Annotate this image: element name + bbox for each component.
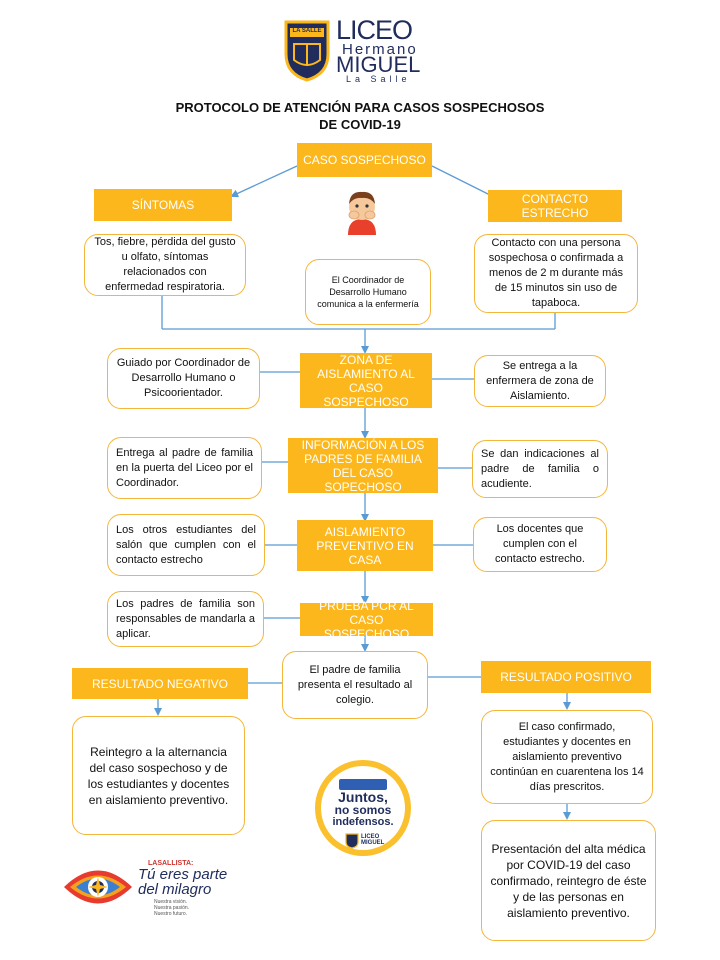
footer-line-2: del milagro: [138, 881, 212, 898]
lasallista-logo: LASALLISTA: Tú eres parte del milagro Nu…: [62, 858, 234, 918]
box-alta-medica: Presentación del alta médica por COVID-1…: [481, 820, 656, 941]
shield-icon: [284, 20, 330, 82]
node-contacto-estrecho: CONTACTO ESTRECHO: [488, 190, 622, 222]
box-caso-confirmado: El caso confirmado, estudiantes y docent…: [481, 710, 653, 804]
node-aislamiento-preventivo: AISLAMIENTO PREVENTIVO EN CASA: [297, 520, 433, 571]
node-sintomas: SÍNTOMAS: [94, 189, 232, 221]
shield-text: LA SALLE: [292, 28, 322, 34]
brand-line-1: LICEO: [336, 15, 413, 45]
node-informacion-padres: INFORMACIÓN A LOS PADRES DE FAMILIA DEL …: [288, 438, 438, 494]
badge-shield-icon: [345, 833, 359, 849]
soylhemi-badge: #SoyLhemi Juntos, no somos indefensos. L…: [313, 758, 413, 858]
footer-sub-1: Nuestra visión.: [154, 899, 188, 905]
box-padre-presenta: El padre de familia presenta el resultad…: [282, 651, 428, 719]
box-entrega-padre: Entrega al padre de familia en la puerta…: [107, 437, 262, 499]
box-padres-responsables: Los padres de familia son responsables d…: [107, 591, 264, 647]
badge-line-3: indefensos.: [332, 816, 394, 828]
box-indicaciones: Se dan indicaciones al padre de familia …: [472, 440, 608, 498]
box-docentes: Los docentes que cumplen con el contacto…: [473, 517, 607, 572]
node-resultado-positivo: RESULTADO POSITIVO: [481, 661, 651, 693]
footer-sub-3: Nuestro futuro.: [154, 911, 188, 917]
footer-tag: LASALLISTA:: [148, 860, 194, 867]
node-prueba-pcr: PRUEBA PCR AL CASO SOSPECHOSO: [300, 599, 433, 641]
school-logo: LA SALLE LICEO Hermano MIGUEL La Salle: [284, 15, 434, 84]
footer-sub-2: Nuestra pasión.: [154, 905, 190, 911]
box-otros-estudiantes: Los otros estudiantes del salón que cump…: [107, 514, 265, 576]
badge-line-2: no somos: [334, 803, 392, 817]
page-title: PROTOCOLO DE ATENCIÓN PARA CASOS SOSPECH…: [120, 99, 600, 133]
footer-line-1: Tú eres parte: [138, 866, 228, 883]
brand-line-3: MIGUEL: [336, 52, 421, 77]
badge-brand-line-1: LICEO: [361, 834, 380, 840]
brand-line-2: Hermano: [342, 41, 418, 58]
badge-brand-line-3: MIGUEL: [361, 840, 385, 846]
box-guiado: Guiado por Coordinador de Desarrollo Hum…: [107, 348, 260, 409]
badge-hashtag-bg: [339, 779, 387, 790]
box-sintomas-desc: Tos, fiebre, pérdida del gusto u olfato,…: [84, 234, 246, 296]
footer-subtext: Nuestra visión. Nuestra pasión. Nuestro …: [154, 899, 189, 917]
box-coordinador: El Coordinador de Desarrollo Humano comu…: [305, 259, 431, 325]
node-zona-aislamiento: ZONA DE AISLAMIENTO AL CASO SOSPECHOSO: [300, 353, 432, 409]
arrow-to-contacto: [431, 165, 498, 199]
node-resultado-negativo: RESULTADO NEGATIVO: [72, 668, 248, 699]
box-entrega-enfermera: Se entrega a la enfermera de zona de Ais…: [474, 355, 606, 407]
box-reintegro: Reintegro a la alternancia del caso sosp…: [72, 716, 245, 835]
eye-icon: [64, 870, 132, 904]
brand-line-4: La Salle: [346, 74, 411, 84]
arrow-to-sintomas: [230, 165, 298, 198]
node-caso-sospechoso: CASO SOSPECHOSO: [297, 143, 432, 177]
title-line-1: PROTOCOLO DE ATENCIÓN PARA CASOS SOSPECH…: [175, 100, 545, 115]
badge-brand: LICEO MIGUEL: [361, 834, 384, 846]
title-line-2: DE COVID-19: [319, 117, 401, 132]
box-contacto-desc: Contacto con una persona sospechosa o co…: [474, 234, 638, 313]
badge-line-1: Juntos,: [338, 789, 388, 805]
child-coughing-icon: [348, 191, 376, 235]
